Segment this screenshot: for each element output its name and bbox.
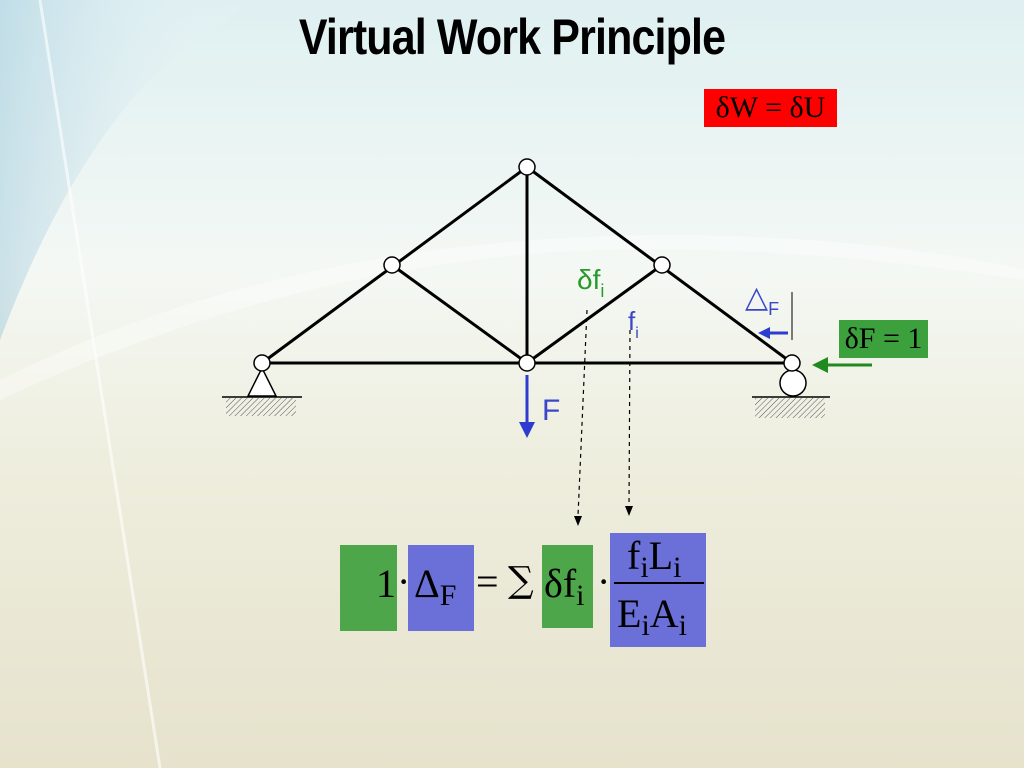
joint-upper-right <box>653 256 671 274</box>
formula-sum: ∑ <box>508 560 534 601</box>
load-label: F <box>542 394 561 427</box>
virtual-load-arrow <box>812 357 872 373</box>
roller-support <box>752 369 830 418</box>
formula-fraction-box <box>610 533 706 647</box>
joint-right <box>783 354 801 372</box>
joint-upper-left <box>383 256 401 274</box>
real-force-label: fi <box>628 306 639 342</box>
truss-joints <box>253 158 801 372</box>
formula-displacement-box <box>408 545 474 631</box>
formula-equals: = <box>476 559 499 604</box>
joint-center-bottom <box>518 354 536 372</box>
pin-support <box>222 366 302 416</box>
formula-delta: ΔF <box>414 561 457 612</box>
left-diagonal <box>391 263 528 365</box>
formula-unit-box <box>340 545 397 631</box>
displacement-label: △F <box>745 280 780 319</box>
displacement-indicator <box>758 292 793 340</box>
virtual-load-rhs: 1 <box>907 322 923 355</box>
formula-virtual-force: δfi <box>544 561 585 612</box>
formula-dot-2: · <box>597 559 611 604</box>
right-diagonal <box>526 263 663 365</box>
virtual-work-rhs: δU <box>789 91 826 124</box>
virtual-work-equals: = <box>765 91 783 124</box>
formula-dot-1: · <box>397 559 411 604</box>
formula-one: 1 <box>376 561 396 606</box>
joint-left <box>253 354 271 372</box>
formula-virtual-force-box <box>542 545 593 628</box>
virtual-work-lhs: δW <box>715 91 758 124</box>
virtual-load-box: δF = 1 <box>839 320 928 358</box>
virtual-force-label: δfi <box>577 264 605 301</box>
joint-apex <box>518 158 536 176</box>
formula-denominator: EiAi <box>617 591 688 642</box>
formula-fraction-bar <box>614 582 704 584</box>
load-arrow <box>519 375 535 438</box>
virtual-load-equals: = <box>882 322 900 355</box>
virtual-work-equation-box: δW = δU <box>704 89 837 127</box>
slide-title: Virtual Work Principle <box>298 9 726 65</box>
pointer-lines <box>577 309 631 517</box>
virtual-load-lhs: δF <box>844 322 876 355</box>
truss-members <box>261 165 793 365</box>
formula-numerator: fiLi <box>627 533 682 584</box>
